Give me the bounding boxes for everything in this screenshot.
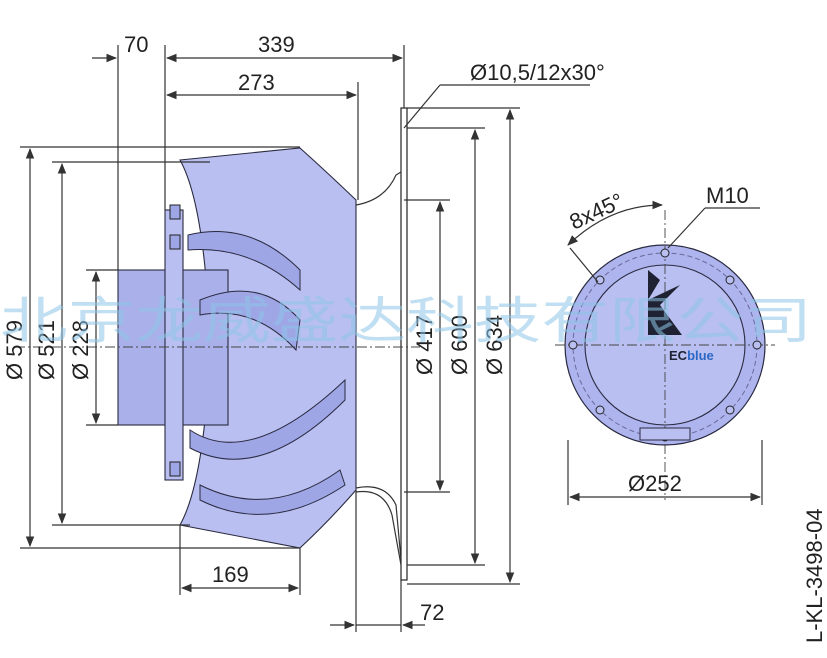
dim-72: 72: [420, 600, 444, 625]
dim-273: 273: [238, 70, 275, 95]
dim-169: 169: [212, 562, 249, 587]
dim-d634: Ø 634: [482, 315, 507, 375]
blade-curve: [199, 469, 346, 515]
drawing-number: L-KL-3498-04: [802, 508, 827, 643]
dim-hole: Ø10,5/12x30°: [470, 60, 605, 85]
dim-d228: Ø 228: [68, 320, 93, 380]
bolt: [169, 204, 181, 220]
dim-d579: Ø 579: [2, 320, 27, 380]
ec-logo-label: ECblue: [669, 348, 714, 363]
bolt: [169, 461, 181, 477]
dim-d600: Ø 600: [447, 315, 472, 375]
ec-logo-icon: [648, 270, 682, 335]
dim-d521: Ø 521: [34, 320, 59, 380]
support-strut: [355, 490, 402, 566]
blade-curve: [187, 231, 301, 292]
dim-339: 339: [258, 32, 295, 57]
watermark: 北京龙威盛达科技有限公司: [0, 292, 812, 350]
side-view-fan: [15, 107, 420, 581]
side-view-dimensions: 70 339 273 Ø10,5/12x30° Ø 579 Ø 521 Ø 22…: [2, 32, 605, 632]
front-view-motor: ECblue 8x45° M10 Ø252: [555, 183, 775, 505]
dim-d417: Ø 417: [412, 315, 437, 375]
dim-thread: M10: [706, 183, 749, 208]
blade-curve: [189, 378, 346, 460]
blade-curve: [199, 290, 301, 352]
support-strut: [355, 171, 402, 206]
dim-d252: Ø252: [628, 471, 682, 496]
support-strut: [355, 486, 402, 561]
dim-70: 70: [124, 32, 148, 57]
dim-angle: 8x45°: [566, 188, 628, 235]
cable-connector: [639, 427, 691, 441]
bolt: [169, 234, 181, 250]
